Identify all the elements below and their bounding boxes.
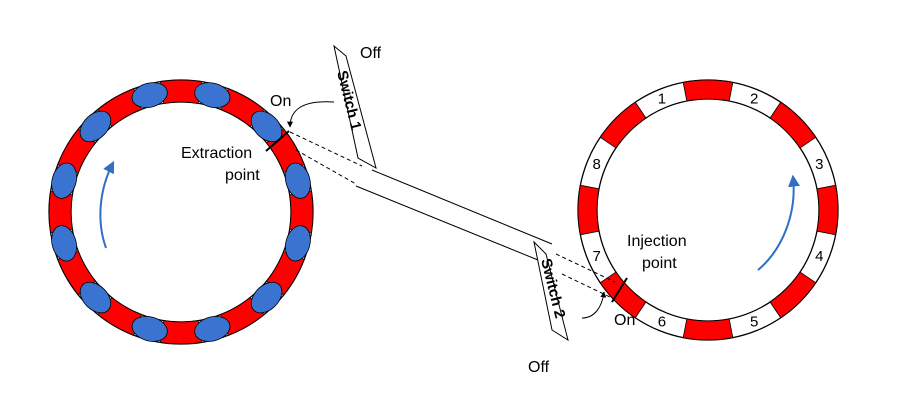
transfer-channel-lower [355,185,539,261]
switch-1-on-arrow [287,101,335,128]
right-ring: 1 2 3 4 5 6 7 8 [577,79,839,341]
right-ring-segment [682,79,734,102]
switch-2-label: Switch 2 [537,257,568,320]
switch-2-off-label: Off [528,359,550,376]
right-ring-segment [599,271,647,319]
extraction-point-label-line-1: Extraction [181,145,252,162]
extraction-point-label-line-2: point [225,167,260,184]
right-ring-segment-number: 6 [658,313,666,330]
right-ring-segment-numbers: 1 2 3 4 5 6 7 8 [593,91,824,331]
extraction-point-marker [265,130,290,152]
switch-2-plate [533,240,569,342]
left-ring-particle [284,225,311,262]
right-ring-segment [599,101,647,149]
switch-1-plate [333,44,377,170]
left-ring-particle [51,225,78,262]
left-ring-particle [194,315,231,342]
injection-point-label-line-1: Injection [627,233,687,250]
right-ring-segment-number: 1 [658,91,666,108]
right-ring-segment-number: 8 [593,156,601,173]
switch-1-on-label: On [270,93,291,110]
right-ring-segment-number: 2 [750,91,758,108]
left-ring-particle [250,281,283,314]
right-rotation-arrow [757,174,800,271]
switch-2-on-arrow [581,291,607,319]
left-ring [48,79,314,345]
right-ring-segment-number: 5 [750,313,758,330]
right-ring-segment-number: 4 [815,248,823,265]
left-ring-particle [51,162,78,199]
right-ring-inner-edge [596,98,820,322]
right-ring-segments [577,79,839,341]
injection-point-label-line-2: point [642,255,677,272]
right-ring-segment [577,184,600,236]
transfer-line [289,131,616,298]
right-ring-segment [769,271,817,319]
switch-1-label: Switch 1 [333,69,364,132]
transfer-dashed-lower [295,149,357,185]
left-ring-particle [79,110,112,143]
right-ring-segment-number: 3 [815,156,823,173]
switch-2-on-label: On [614,312,635,329]
left-ring-particle [131,315,168,342]
left-ring-particle [79,281,112,314]
transfer-channel-upper [371,169,553,245]
switch-1-off-label: Off [360,45,382,62]
transfer-dashed-upper [289,131,363,167]
right-ring-segment [769,101,817,149]
injection-point-marker [611,277,628,303]
left-ring-particle [131,82,168,109]
injection-dashed-upper [555,253,616,283]
left-rotation-arrow [99,160,115,249]
left-ring-particle [284,162,311,199]
right-ring-segment [682,318,734,341]
right-ring-segment-number: 7 [593,248,601,265]
left-ring-particles [51,82,311,342]
left-ring-particle [194,82,231,109]
right-ring-segment [816,184,839,236]
